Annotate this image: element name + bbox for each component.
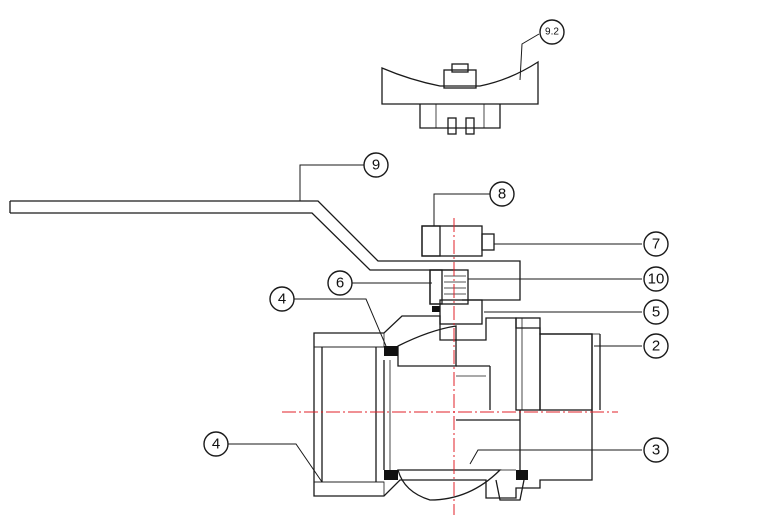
- callout-stem: 6: [327, 270, 353, 296]
- lever-handle: [9, 200, 521, 301]
- callout-stem-seal: 5: [643, 299, 669, 325]
- callout-body-end: 2: [643, 333, 669, 359]
- valve-body: [313, 315, 601, 501]
- callout-ball: 3: [643, 437, 669, 463]
- leader-lines: [228, 33, 642, 483]
- svg-text:10: 10: [648, 271, 665, 288]
- svg-text:8: 8: [498, 186, 506, 203]
- svg-text:7: 7: [652, 236, 660, 253]
- svg-text:3: 3: [652, 442, 660, 459]
- callout-handle-detail: 9.2: [539, 19, 565, 45]
- svg-text:5: 5: [652, 304, 660, 321]
- svg-text:6: 6: [336, 275, 344, 292]
- callout-seat-lower: 4: [203, 431, 229, 457]
- svg-text:4: 4: [278, 291, 286, 308]
- stem-assembly: [421, 225, 495, 325]
- svg-text:4: 4: [212, 436, 220, 453]
- callout-stem-nut: 8: [489, 181, 515, 207]
- callout-handle: 9: [363, 152, 389, 178]
- callout-seat-upper: 4: [269, 286, 295, 312]
- butterfly-handle-detail: [381, 60, 539, 135]
- callout-nut: 7: [643, 231, 669, 257]
- svg-text:2: 2: [652, 338, 660, 355]
- svg-text:9.2: 9.2: [545, 27, 559, 38]
- centerlines: [282, 218, 618, 515]
- callout-gland: 10: [643, 266, 669, 292]
- svg-text:9: 9: [372, 157, 380, 174]
